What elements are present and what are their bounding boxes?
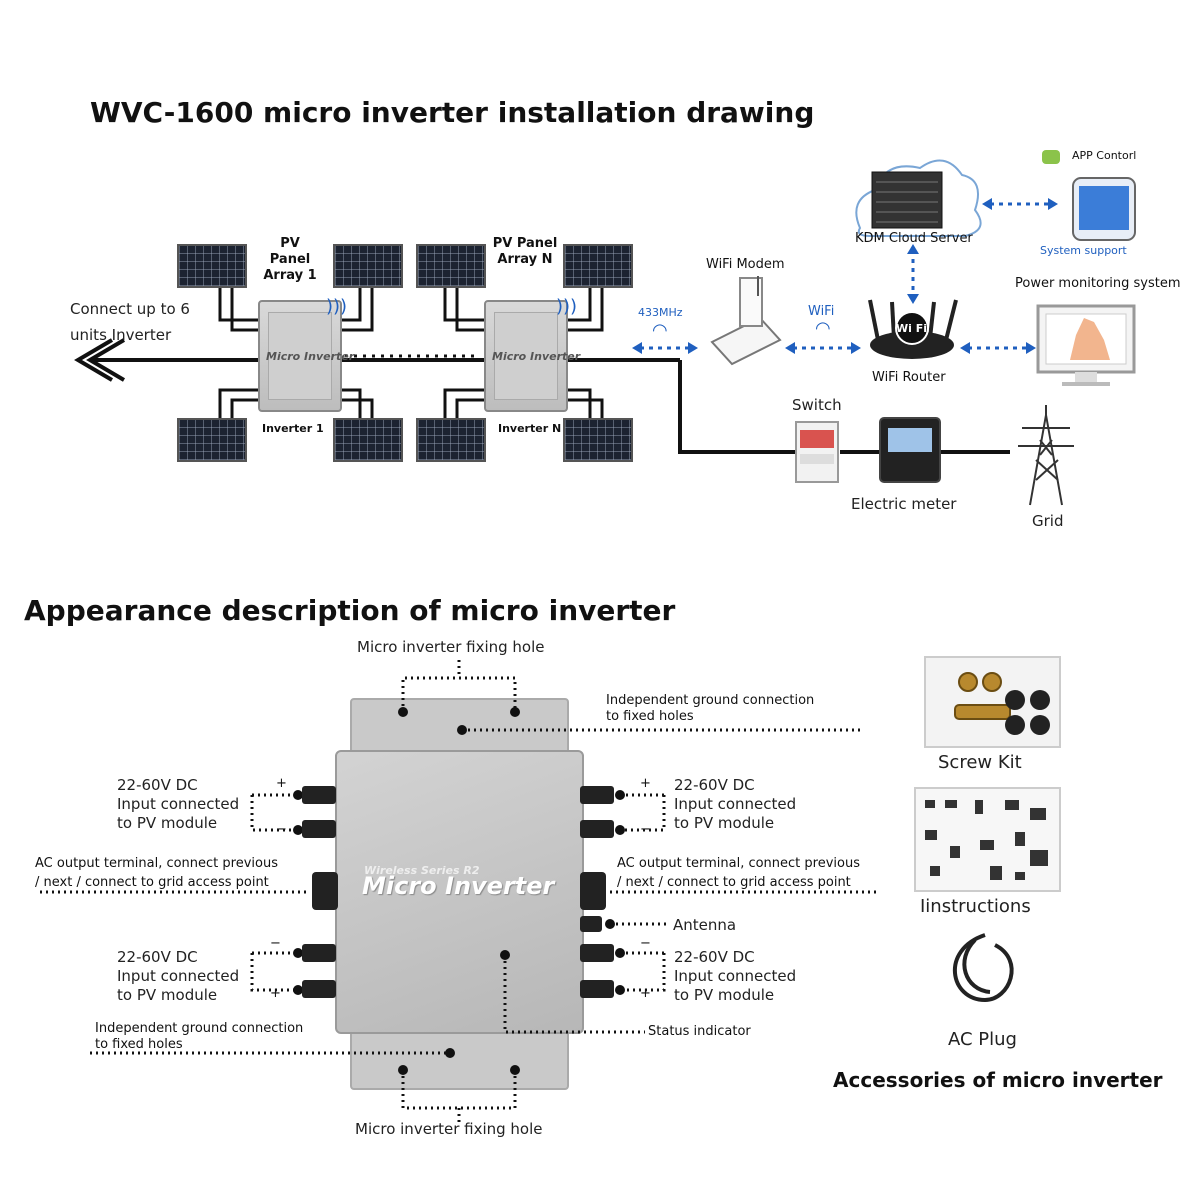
inverter-1-label: Inverter 1: [262, 422, 324, 435]
plus-mark: +: [640, 776, 651, 791]
installation-title: WVC-1600 micro inverter installation dra…: [90, 96, 815, 129]
fixing-hole-top-label: Micro inverter fixing hole: [357, 638, 545, 656]
wireless-icon: ))): [556, 296, 578, 317]
system-support-label: System support: [1040, 244, 1127, 257]
electric-meter-label: Electric meter: [851, 495, 957, 513]
inverter-plate-label: Micro Inverter: [266, 350, 355, 363]
wireless-icon: ◠: [652, 320, 668, 341]
inverter-plate-label: Micro Inverter: [492, 350, 581, 363]
cloud-server-label: KDM Cloud Server: [855, 231, 973, 246]
screw-kit-label: Screw Kit: [938, 752, 1022, 773]
accessories-title: Accessories of micro inverter: [833, 1068, 1163, 1092]
pv-panel: [333, 418, 403, 462]
minus-mark: −: [276, 822, 287, 837]
power-monitoring-label: Power monitoring system: [1015, 276, 1181, 291]
router-badge: Wi Fi: [896, 322, 928, 335]
plus-mark: +: [640, 986, 651, 1001]
grid-label: Grid: [1032, 512, 1064, 530]
micro-inverter-device: [335, 750, 584, 1034]
inverter-n-label: Inverter N: [498, 422, 562, 435]
minus-mark: −: [640, 822, 651, 837]
status-indicator-label: Status indicator: [648, 1024, 751, 1039]
device-name-label: Micro Inverter: [362, 872, 555, 900]
wireless-icon: ◠: [815, 318, 831, 339]
pv-panel: [416, 418, 486, 462]
installation-wiring: [74, 150, 1136, 506]
wifi-router-label: WiFi Router: [872, 370, 946, 385]
instructions-label: Iinstructions: [920, 896, 1031, 917]
pv-panel: [416, 244, 486, 288]
minus-mark: −: [270, 936, 281, 951]
inverter-1-device: [258, 300, 342, 412]
pv-panel: [177, 418, 247, 462]
mounting-plate-bottom: [350, 1026, 569, 1090]
ac-plug-label: AC Plug: [948, 1029, 1017, 1050]
pv-panel: [563, 244, 633, 288]
inverter-n-device: [484, 300, 568, 412]
pv-panel: [563, 418, 633, 462]
ac-left-label: AC output terminal, connect previous/ ne…: [35, 856, 278, 890]
pv-panel: [333, 244, 403, 288]
wifi-link-label: WiFi: [808, 304, 835, 319]
wireless-icon: ))): [326, 296, 348, 317]
plus-mark: +: [276, 776, 287, 791]
switch-label: Switch: [792, 396, 842, 414]
appearance-title: Appearance description of micro inverter: [24, 594, 676, 627]
antenna-label: Antenna: [673, 916, 737, 934]
pv-panel: [177, 244, 247, 288]
frequency-label: 433MHz: [638, 306, 683, 319]
app-control-label: APP Contorl: [1072, 149, 1137, 162]
device-series-label: Wireless Series R2: [364, 864, 480, 877]
ac-right-label: AC output terminal, connect previous/ ne…: [617, 856, 860, 890]
plus-mark: +: [270, 986, 281, 1001]
fixing-hole-bottom-label: Micro inverter fixing hole: [355, 1120, 543, 1138]
wifi-modem-label: WiFi Modem: [706, 257, 785, 272]
minus-mark: −: [640, 936, 651, 951]
